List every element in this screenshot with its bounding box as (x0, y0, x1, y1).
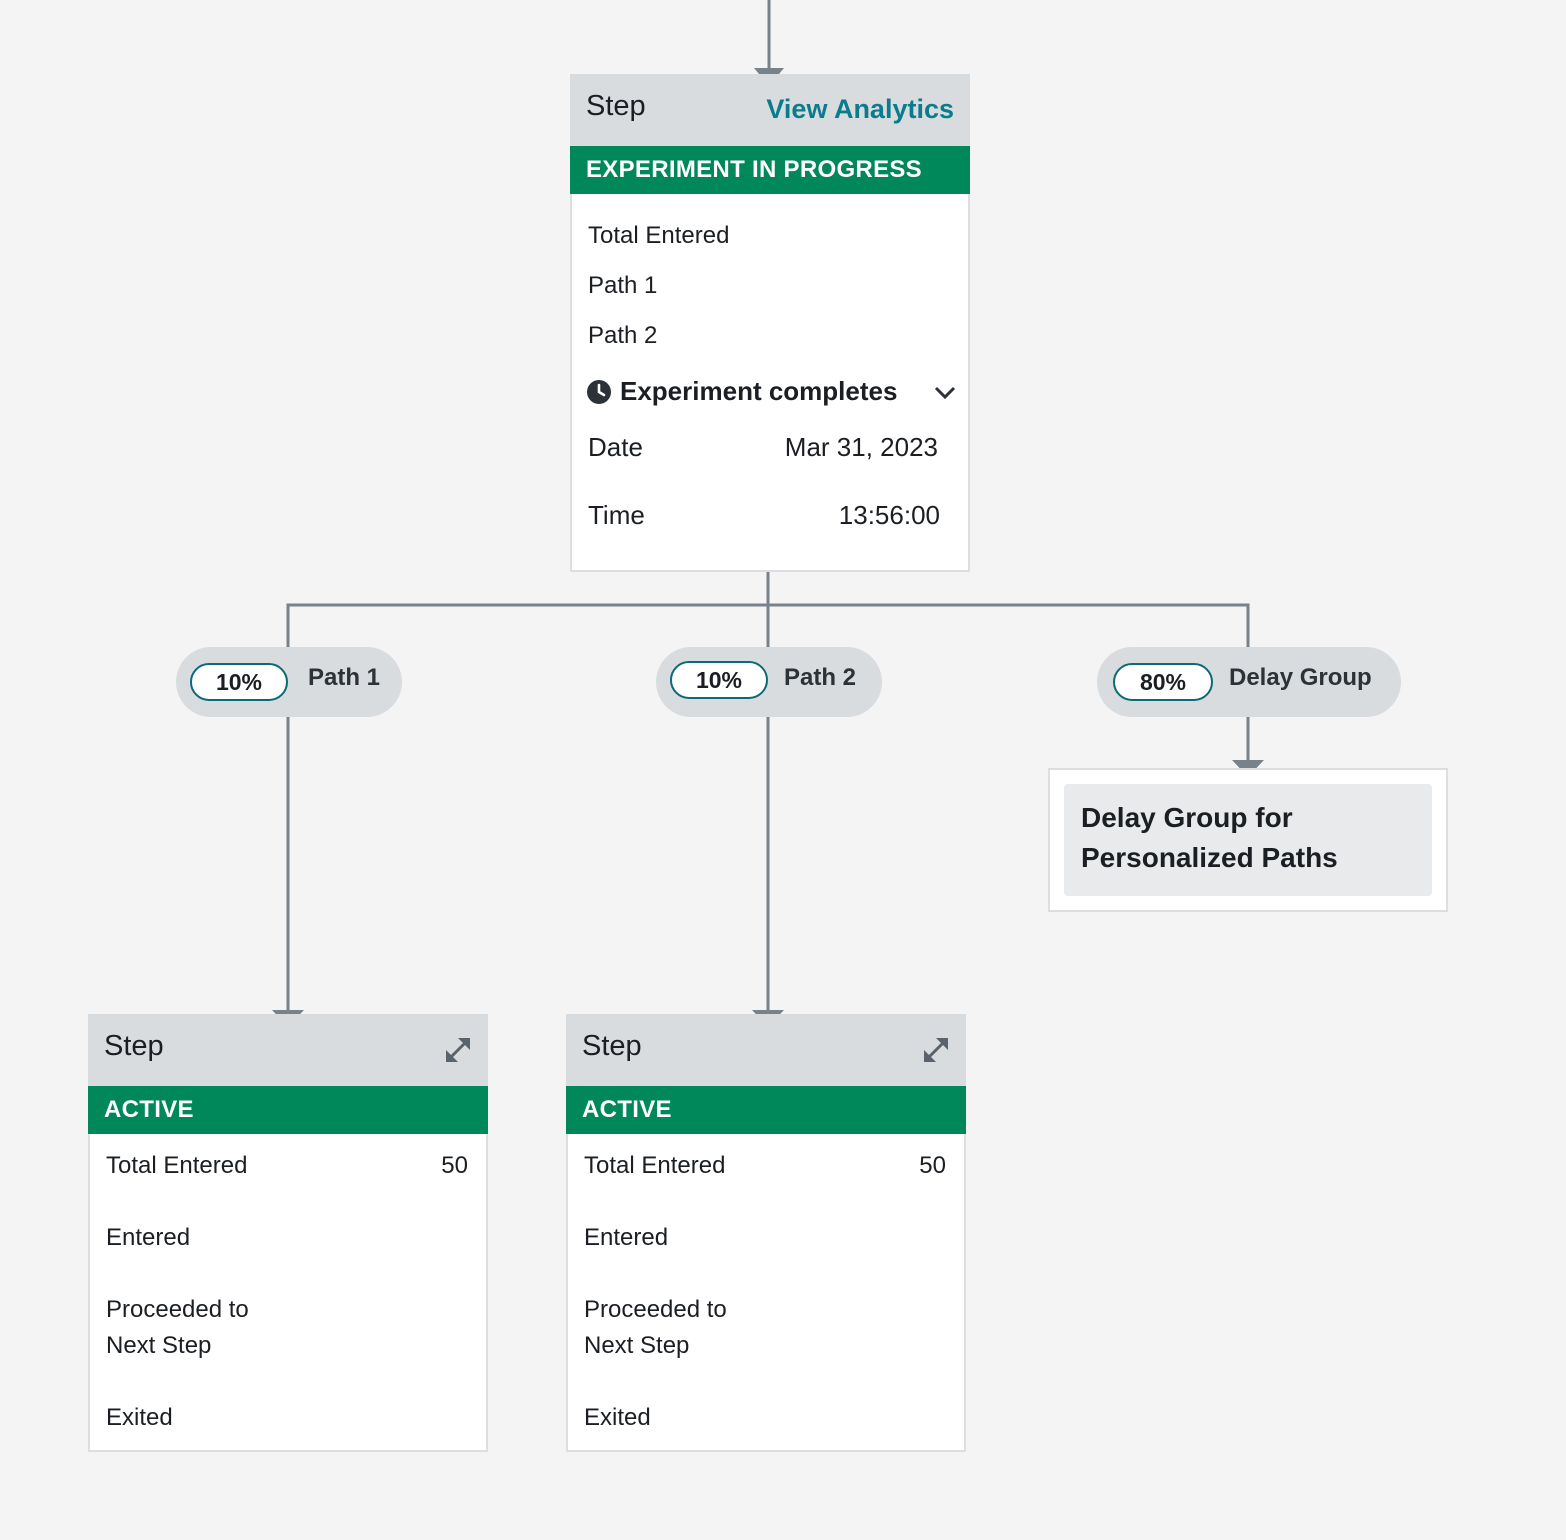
path-2-label: Path 2 (588, 322, 658, 349)
proceeded-label-line-1: Proceeded to (106, 1296, 249, 1323)
view-analytics-link[interactable]: View Analytics (766, 94, 954, 124)
delay-group-title-line-2: Personalized Paths (1081, 842, 1338, 873)
branch-pill-path-2[interactable]: 10% Path 2 (656, 647, 882, 717)
branch-label: Path 1 (308, 664, 381, 691)
branch-label: Delay Group (1229, 664, 1372, 691)
entered-label: Entered (106, 1224, 191, 1251)
clock-icon (587, 380, 611, 404)
total-entered-label: Total Entered (106, 1152, 248, 1179)
total-entered-value: 50 (441, 1152, 468, 1179)
exited-label: Exited (584, 1404, 651, 1431)
branch-pill-path-1[interactable]: 10% Path 1 (176, 647, 402, 717)
entered-label: Entered (584, 1224, 669, 1251)
delay-group-inner: Delay Group for Personalized Paths (1064, 784, 1432, 896)
chevron-down-icon (934, 386, 956, 400)
card-header: Step (88, 1014, 488, 1086)
time-value: 13:56:00 (838, 500, 940, 530)
experiment-step-card[interactable]: Step View Analytics EXPERIMENT IN PROGRE… (570, 74, 970, 572)
total-entered-value: 50 (919, 1152, 946, 1179)
date-value: Mar 31, 2023 (784, 432, 938, 462)
delay-group-title-line-1: Delay Group for (1081, 802, 1293, 833)
step-title: Step (582, 1030, 642, 1062)
proceeded-label-line-2: Next Step (584, 1332, 690, 1359)
path-1-label: Path 1 (588, 272, 658, 299)
card-header: Step View Analytics (570, 74, 970, 146)
card-header: Step (566, 1014, 966, 1086)
experiment-completes-toggle[interactable]: Experiment completes (586, 374, 956, 410)
path-2-step-card[interactable]: Step ACTIVE Total Entered 50 Entered Pro… (566, 1014, 966, 1452)
delay-group-card[interactable]: Delay Group for Personalized Paths (1048, 768, 1448, 912)
branch-pill-delay-group[interactable]: 80% Delay Group (1097, 647, 1401, 717)
step-title: Step (104, 1030, 164, 1062)
percent-badge: 10% (190, 663, 288, 701)
percent-badge: 80% (1113, 663, 1213, 701)
status-bar: EXPERIMENT IN PROGRESS (570, 146, 970, 194)
proceeded-label-line-1: Proceeded to (584, 1296, 727, 1323)
branch-label: Path 2 (784, 664, 857, 691)
path-1-step-card[interactable]: Step ACTIVE Total Entered 50 Entered Pro… (88, 1014, 488, 1452)
proceeded-label-line-2: Next Step (106, 1332, 212, 1359)
expand-icon[interactable] (442, 1034, 474, 1066)
total-entered-label: Total Entered (588, 222, 730, 249)
expand-icon[interactable] (920, 1034, 952, 1066)
status-bar: ACTIVE (88, 1086, 488, 1134)
exited-label: Exited (106, 1404, 173, 1431)
status-bar: ACTIVE (566, 1086, 966, 1134)
step-title: Step (586, 90, 646, 122)
percent-badge: 10% (670, 661, 768, 699)
date-label: Date (588, 432, 643, 462)
experiment-completes-label: Experiment completes (620, 376, 898, 406)
time-label: Time (588, 500, 645, 530)
total-entered-label: Total Entered (584, 1152, 726, 1179)
